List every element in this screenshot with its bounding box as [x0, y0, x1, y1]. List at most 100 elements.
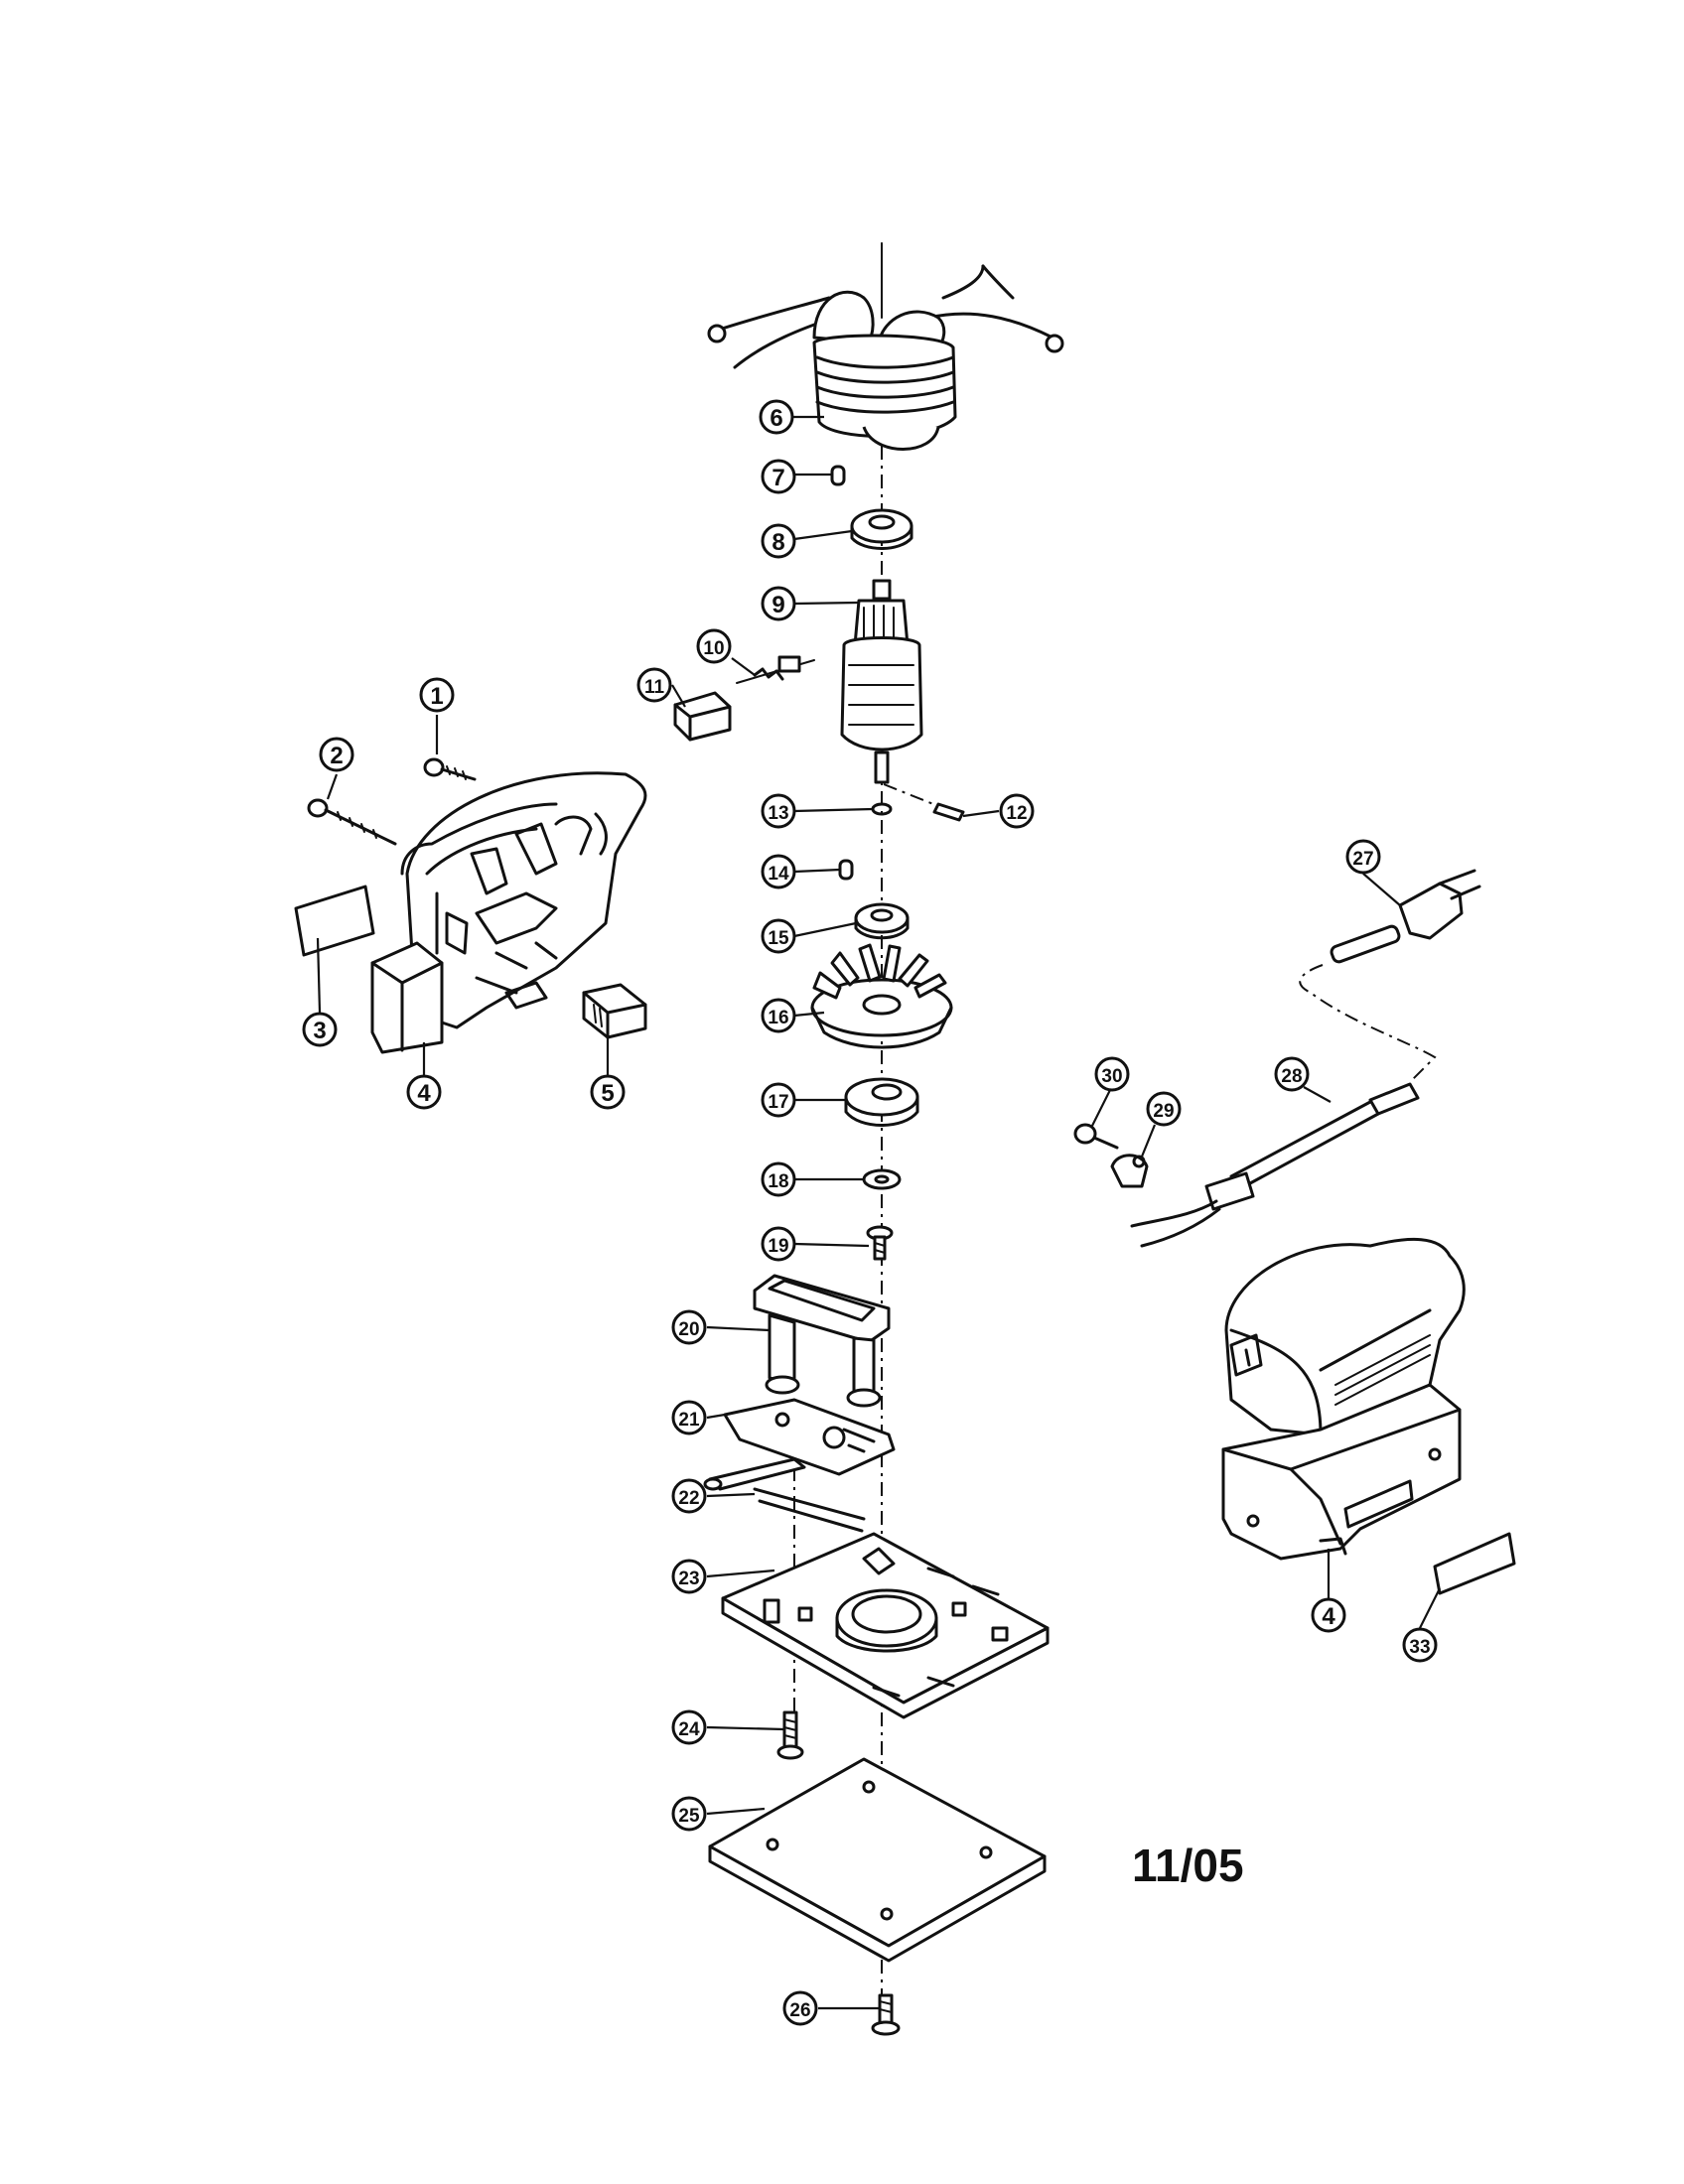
- callout-4-right: 4: [1311, 1597, 1346, 1633]
- part-screw-2: [307, 798, 397, 846]
- callout-12: 12: [999, 793, 1035, 829]
- callout-21: 21: [671, 1400, 707, 1435]
- part-screw-26: [871, 1993, 901, 2036]
- svg-text:1: 1: [430, 683, 443, 710]
- svg-text:23: 23: [678, 1569, 699, 1589]
- svg-text:33: 33: [1409, 1637, 1430, 1658]
- svg-text:27: 27: [1352, 849, 1373, 870]
- callout-16: 16: [761, 998, 796, 1033]
- part-pad-base: [721, 1532, 1050, 1719]
- part-bearing-8: [850, 508, 913, 550]
- callout-5: 5: [590, 1074, 626, 1110]
- svg-text:28: 28: [1281, 1066, 1302, 1087]
- svg-text:4: 4: [417, 1080, 431, 1107]
- svg-text:25: 25: [678, 1806, 700, 1827]
- callout-24: 24: [671, 1709, 707, 1745]
- callout-4-left: 4: [406, 1074, 442, 1110]
- svg-text:15: 15: [768, 928, 789, 949]
- part-pin-14: [838, 859, 854, 881]
- part-label-33: [1433, 1532, 1516, 1595]
- callout-19: 19: [761, 1226, 796, 1262]
- callout-1: 1: [419, 677, 455, 713]
- part-clamp-29: [1110, 1154, 1149, 1188]
- callout-30: 30: [1094, 1056, 1130, 1092]
- callout-20: 20: [671, 1309, 707, 1345]
- callout-27: 27: [1345, 839, 1381, 875]
- callout-2: 2: [319, 737, 354, 772]
- callout-23: 23: [671, 1559, 707, 1594]
- part-housing-half: [400, 771, 647, 1029]
- part-brush-holder-11: [673, 691, 732, 742]
- svg-text:9: 9: [772, 592, 784, 618]
- part-label-3: [294, 885, 375, 957]
- svg-text:8: 8: [772, 529, 784, 556]
- part-plug-27: [1299, 869, 1481, 1083]
- part-small-pin-7: [830, 465, 846, 486]
- svg-text:26: 26: [789, 2000, 810, 2021]
- callout-13: 13: [761, 793, 796, 829]
- part-base-frame: [753, 1274, 891, 1408]
- svg-text:11: 11: [644, 677, 665, 698]
- part-plate-21: [723, 1398, 896, 1476]
- svg-text:21: 21: [678, 1410, 700, 1431]
- part-bearing-15: [854, 902, 910, 940]
- svg-text:18: 18: [768, 1171, 788, 1192]
- callout-29: 29: [1146, 1091, 1182, 1127]
- svg-text:17: 17: [768, 1092, 788, 1113]
- svg-text:6: 6: [770, 405, 782, 432]
- svg-text:2: 2: [330, 743, 343, 769]
- leader-lines: [316, 415, 1441, 2010]
- svg-text:30: 30: [1101, 1066, 1122, 1087]
- part-field-coil: [707, 264, 1064, 451]
- date-code: 11/05: [1132, 1840, 1244, 1891]
- part-pin-12: [883, 783, 965, 822]
- part-switch-5: [582, 983, 647, 1039]
- callout-25: 25: [671, 1796, 707, 1832]
- svg-text:4: 4: [1322, 1603, 1335, 1630]
- part-screw-19: [866, 1225, 894, 1261]
- part-sanding-pad: [708, 1757, 1047, 1963]
- part-screw-1: [423, 757, 477, 781]
- part-washer-18: [862, 1168, 902, 1190]
- svg-text:14: 14: [768, 864, 789, 885]
- part-assembled-sander: [1221, 1237, 1466, 1561]
- svg-text:13: 13: [768, 803, 788, 824]
- svg-text:29: 29: [1153, 1101, 1174, 1122]
- callout-6: 6: [759, 399, 794, 435]
- svg-text:10: 10: [703, 638, 724, 659]
- part-brush-spring-10: [736, 655, 815, 684]
- part-housing-cover-4: [370, 941, 444, 1054]
- svg-text:3: 3: [313, 1018, 326, 1044]
- svg-text:19: 19: [768, 1236, 788, 1257]
- svg-text:20: 20: [678, 1319, 699, 1340]
- callout-18: 18: [761, 1161, 796, 1197]
- svg-text:22: 22: [678, 1488, 699, 1509]
- callout-14: 14: [761, 854, 796, 889]
- callout-8: 8: [761, 523, 796, 559]
- part-fan: [810, 943, 953, 1049]
- callout-15: 15: [761, 918, 796, 954]
- callout-9: 9: [761, 586, 796, 621]
- part-armature: [840, 579, 923, 784]
- callout-7: 7: [761, 459, 796, 494]
- callout-17: 17: [761, 1082, 796, 1118]
- callout-26: 26: [782, 1990, 818, 2026]
- part-screw-24: [776, 1710, 804, 1760]
- svg-text:12: 12: [1006, 803, 1027, 824]
- callout-22: 22: [671, 1478, 707, 1514]
- part-ring-13: [871, 802, 893, 816]
- callout-3: 3: [302, 1012, 338, 1047]
- callout-28: 28: [1274, 1056, 1310, 1092]
- svg-text:24: 24: [678, 1719, 700, 1740]
- callout-11: 11: [636, 667, 672, 703]
- part-screw-30: [1073, 1123, 1119, 1150]
- svg-text:16: 16: [768, 1008, 788, 1028]
- svg-text:5: 5: [601, 1080, 614, 1107]
- svg-text:7: 7: [772, 465, 784, 491]
- part-lever-22: [703, 1457, 866, 1533]
- part-cord-28: [1130, 1082, 1420, 1248]
- part-bearing-17: [844, 1077, 919, 1127]
- callout-10: 10: [696, 628, 732, 664]
- callout-33: 33: [1402, 1627, 1438, 1663]
